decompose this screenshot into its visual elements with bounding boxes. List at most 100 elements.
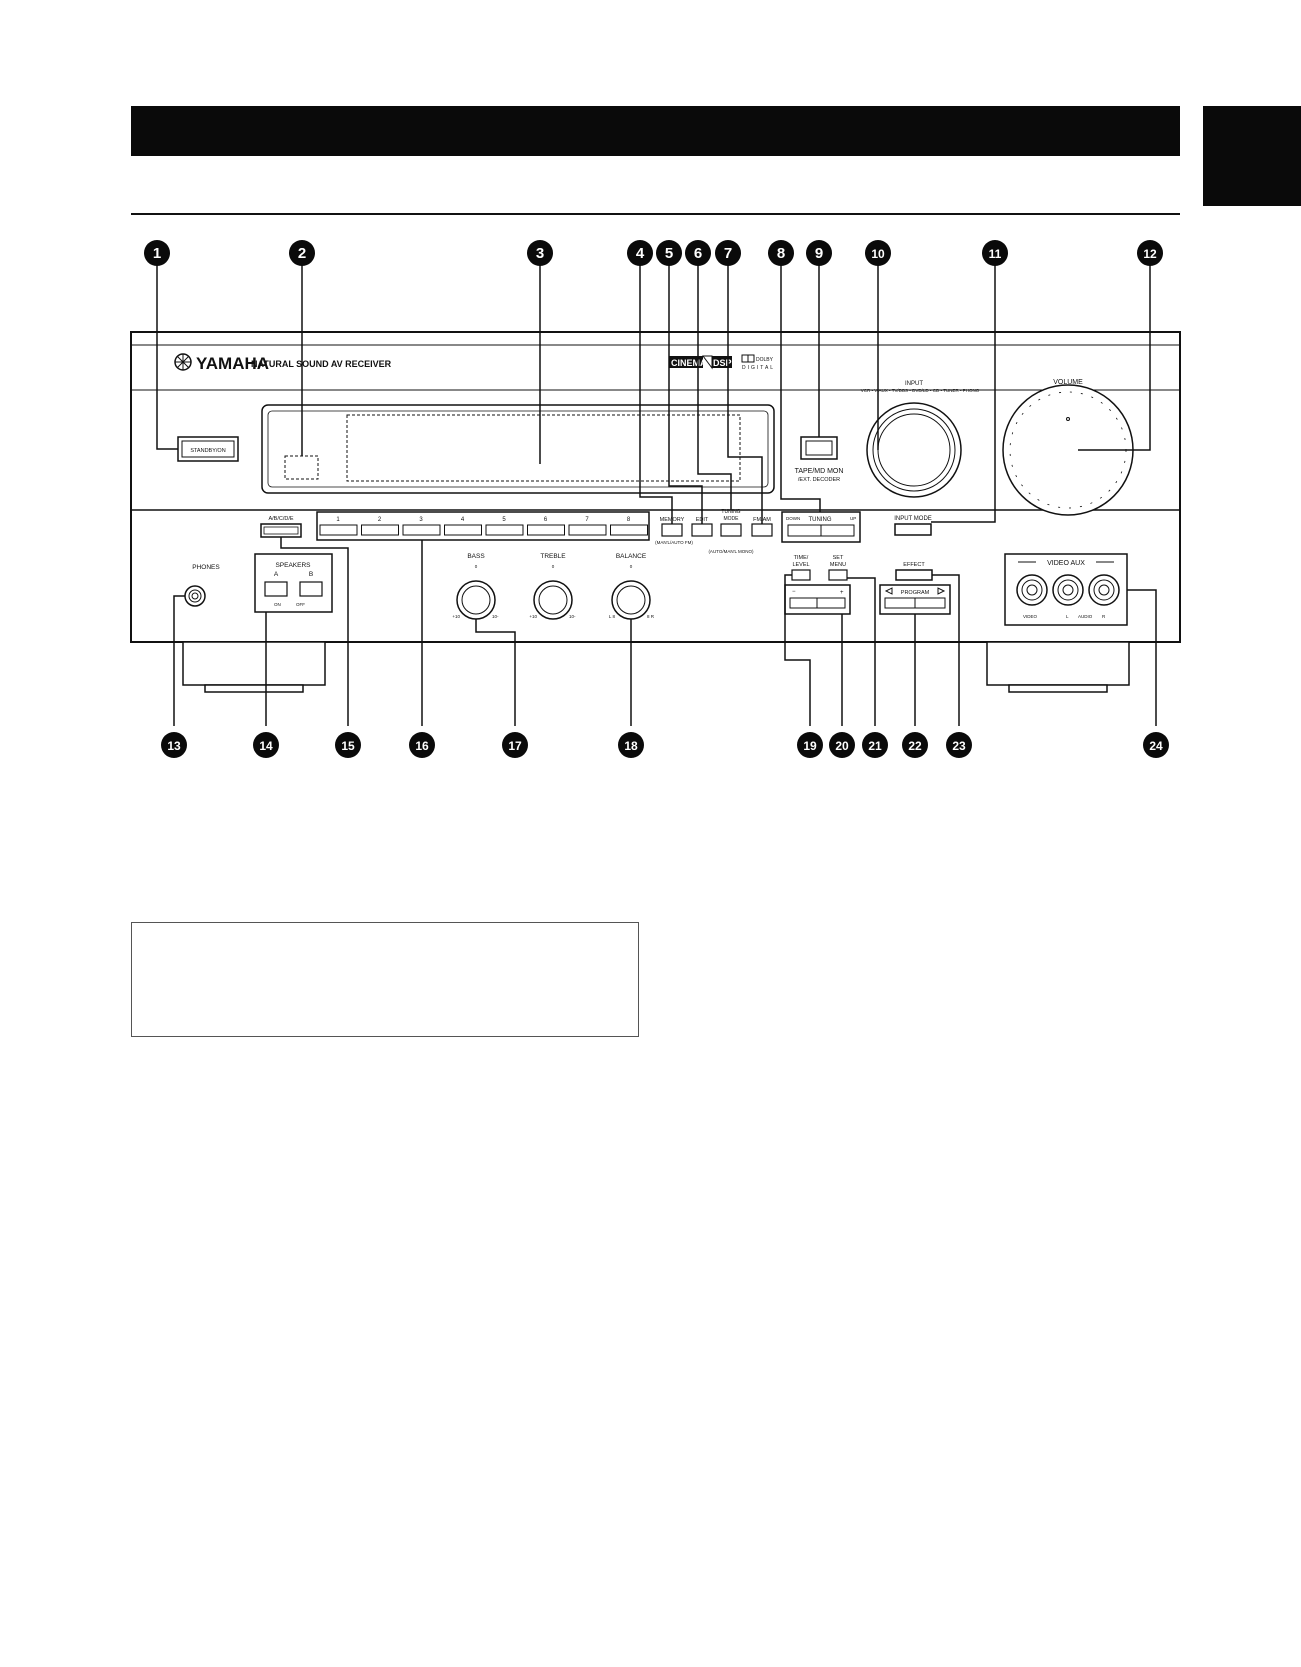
callout-number-19: 19 <box>803 739 817 753</box>
speaker-on-label: ON <box>274 602 281 607</box>
set-menu-label-1: SET <box>833 555 844 561</box>
edit-button[interactable] <box>691 523 713 537</box>
preset-button-2[interactable] <box>361 524 399 536</box>
callout-marker-16 <box>409 732 435 758</box>
callout-marker-18 <box>618 732 644 758</box>
preset-label-7: 7 <box>585 517 589 523</box>
callout-marker-8 <box>768 240 794 266</box>
bass-plus-mark: 10- <box>492 614 499 619</box>
callout-number-12: 12 <box>1143 247 1157 261</box>
man-auto-fm-label: (MAN'L/AUTO FM) <box>655 540 693 545</box>
preset-button-1[interactable] <box>319 524 358 536</box>
preset-label-6: 6 <box>544 517 548 523</box>
speaker-a-label: A <box>274 571 279 578</box>
brand-name: YAMAHA <box>196 354 269 373</box>
audio-r-jack[interactable] <box>1088 574 1120 606</box>
speaker-b-button[interactable] <box>299 581 323 597</box>
tuning-down-label: DOWN <box>786 516 800 521</box>
time-level-label-2: LEVEL <box>792 562 809 568</box>
set-menu-button[interactable] <box>828 569 848 581</box>
callout-marker-13 <box>161 732 187 758</box>
treble-minus-mark: +10 <box>529 614 537 619</box>
leader-lines <box>156 262 1157 726</box>
callout-marker-2 <box>289 240 315 266</box>
speaker-off-label: OFF <box>296 602 305 607</box>
callout-marker-7 <box>715 240 741 266</box>
program-label: PROGRAM <box>901 590 930 596</box>
preset-label-1: 1 <box>336 517 340 523</box>
callout-number-18: 18 <box>624 739 638 753</box>
callout-number-14: 14 <box>259 739 273 753</box>
callout-marker-17 <box>502 732 528 758</box>
header-rule <box>131 213 1180 215</box>
preset-label-2: 2 <box>378 517 382 523</box>
plus-label: + <box>840 590 844 596</box>
phones-label: PHONES <box>192 564 220 571</box>
callout-number-16: 16 <box>415 739 429 753</box>
callout-marker-19 <box>797 732 823 758</box>
callout-number-6: 6 <box>694 245 702 262</box>
callout-marker-9 <box>806 240 832 266</box>
callout-marker-11 <box>982 240 1008 266</box>
speakers-label: SPEAKERS <box>275 562 311 569</box>
input-mode-label: INPUT MODE <box>894 516 932 522</box>
tuning-up-label: UP <box>850 516 856 521</box>
preset-button-7[interactable] <box>568 524 607 536</box>
preset-button-6[interactable] <box>527 524 565 536</box>
callout-marker-10 <box>865 240 891 266</box>
callout-marker-20 <box>829 732 855 758</box>
callout-marker-12 <box>1137 240 1163 266</box>
tagline: NATURAL SOUND AV RECEIVER <box>251 359 392 369</box>
speaker-a-button[interactable] <box>264 581 288 597</box>
preset-label-5: 5 <box>502 517 506 523</box>
bass-knob[interactable] <box>456 580 496 620</box>
treble-label: TREBLE <box>540 553 566 560</box>
memory-button[interactable] <box>661 523 683 537</box>
preset-label-3: 3 <box>419 517 423 523</box>
preset-button-5[interactable] <box>485 524 524 536</box>
balance-r-mark: 8 R <box>647 614 655 619</box>
video-jack[interactable] <box>1016 574 1048 606</box>
input-selector-knob[interactable] <box>866 402 962 498</box>
callout-number-3: 3 <box>536 245 544 262</box>
tape-mon-label[interactable]: TAPE/MD MON <box>795 468 844 475</box>
treble-knob[interactable] <box>533 580 573 620</box>
right-foot <box>986 641 1130 693</box>
callout-marker-4 <box>627 240 653 266</box>
treble-zero-mark: 0 <box>552 564 555 569</box>
display-area <box>346 414 741 482</box>
callout-marker-5 <box>656 240 682 266</box>
standby-button[interactable]: STANDBY/ON <box>190 448 225 454</box>
program-left-icon <box>884 587 893 595</box>
callout-number-10: 10 <box>871 247 885 261</box>
input-mode-button[interactable] <box>894 523 932 536</box>
note-box <box>131 922 639 1037</box>
balance-knob[interactable] <box>611 580 651 620</box>
treble-plus-mark: 10- <box>569 614 576 619</box>
callout-marker-14 <box>253 732 279 758</box>
audio-l-jack[interactable] <box>1052 574 1084 606</box>
callout-marker-15 <box>335 732 361 758</box>
preset-label-8: 8 <box>627 517 631 523</box>
callout-marker-3 <box>527 240 553 266</box>
speaker-b-label: B <box>309 571 313 578</box>
time-level-button[interactable] <box>791 569 811 581</box>
front-panel-diagram: YAMAHA NATURAL SOUND AV RECEIVER CINEMA … <box>0 0 1301 800</box>
dsp-badge: DSP <box>713 358 732 368</box>
program-right-icon <box>937 587 946 595</box>
preset-button-3[interactable] <box>402 524 441 536</box>
audio-l-jack-label: L <box>1066 614 1069 619</box>
preset-button-4[interactable] <box>444 524 482 536</box>
callout-number-22: 22 <box>908 739 922 753</box>
effect-button[interactable] <box>895 569 933 581</box>
bass-label: BASS <box>467 553 485 560</box>
cinema-badge: CINEMA <box>671 358 707 368</box>
tuning-mode-button[interactable] <box>720 523 742 537</box>
tuning-mode-label-1: TUNING <box>721 509 740 515</box>
preset-button-8[interactable] <box>610 524 648 536</box>
fm-am-button[interactable] <box>751 523 773 537</box>
page-tab-marker <box>1203 106 1301 206</box>
callout-number-21: 21 <box>868 739 882 753</box>
callout-number-2: 2 <box>298 245 306 262</box>
callout-marker-1 <box>144 240 170 266</box>
